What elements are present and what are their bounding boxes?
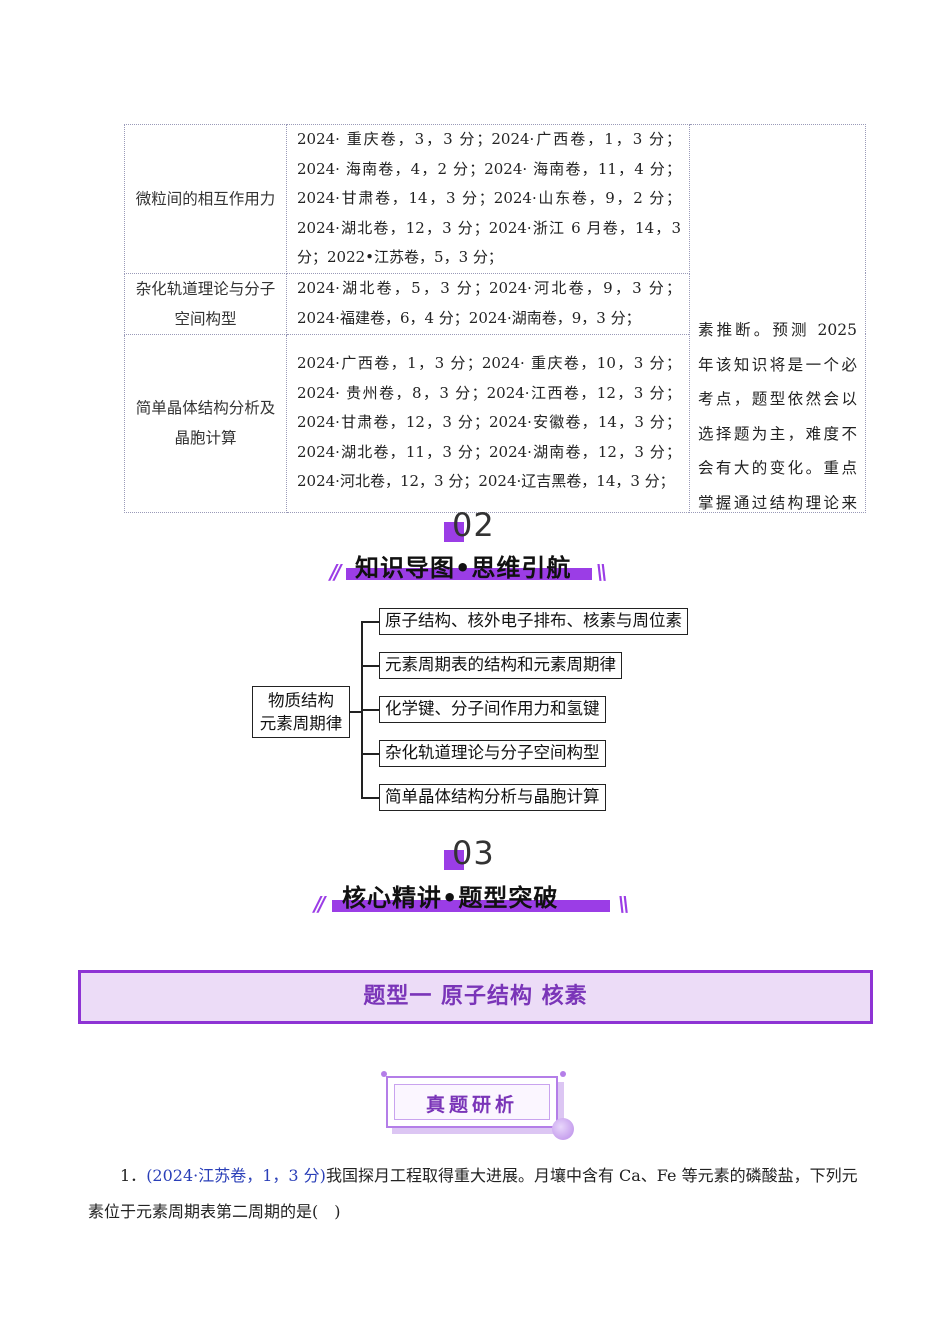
exam-analysis-table: 微粒间的相互作用力 2024· 重庆卷，3，3 分；2024·广西卷，1，3 分… (124, 124, 866, 513)
badge-dot-icon (381, 1071, 387, 1077)
question-text: 我国探月工程取得重大进展。月壤中含有 Ca、Fe 等元素的磷酸盐，下列元 (325, 1166, 858, 1185)
badge-dot-icon (560, 1071, 566, 1077)
analysis-line: 年该知识将是一个必 (698, 355, 857, 374)
slash-decoration-right: \\ (596, 560, 607, 584)
mindmap-branch: 杂化轨道理论与分子空间构型 (379, 740, 606, 767)
connector-line (361, 753, 379, 755)
mindmap-root: 物质结构 元素周期律 (252, 686, 350, 738)
question-number: 1． (120, 1166, 147, 1185)
table-row: 杂化轨道理论与分子空间构型 2024·湖北卷，5，3 分；2024·河北卷，9，… (124, 272, 866, 335)
mindmap-root-line: 物质结构 (268, 691, 334, 710)
title-accent-bar (346, 568, 592, 580)
analysis-line: 素推断。预测 2025 (698, 321, 857, 339)
section-number: 03 (452, 834, 495, 872)
table-topic-cell: 微粒间的相互作用力 (124, 124, 287, 274)
section-title: 知识导图•思维引航 (355, 554, 572, 582)
connector-line (361, 709, 379, 711)
number-accent-bar (444, 850, 464, 870)
number-accent-bar (444, 522, 464, 542)
table-row: 简单晶体结构分析及晶胞计算 2024·广西卷，1，3 分；2024· 重庆卷，1… (124, 333, 866, 513)
table-row: 微粒间的相互作用力 2024· 重庆卷，3，3 分；2024·广西卷，1，3 分… (124, 124, 866, 513)
analysis-line: 选择题为主，难度不 (698, 424, 857, 443)
question-line: 1．(2024·江苏卷，1，3 分)我国探月工程取得重大进展。月壤中含有 Ca、… (88, 1158, 864, 1194)
analysis-line: 掌握通过结构理论来 (698, 493, 857, 512)
badge-gem-icon (552, 1118, 574, 1140)
table-detail-cell: 2024·湖北卷，5，3 分；2024·河北卷，9，3 分；2024·福建卷，6… (286, 272, 690, 335)
badge-label: 真题研析 (425, 1094, 518, 1116)
slash-decoration-left: // (330, 560, 341, 584)
connector-line (361, 665, 379, 667)
mindmap-branch: 元素周期表的结构和元素周期律 (379, 652, 622, 679)
question-source: (2024·江苏卷，1，3 分) (146, 1166, 326, 1185)
section-heading-03: 03 // 核心精讲•题型突破 \\ (0, 834, 950, 918)
analysis-text: 素推断。预测 2025 年该知识将是一个必 考点，题型依然会以 选择题为主，难度… (698, 313, 857, 512)
real-exam-badge: 真题研析 (386, 1076, 558, 1128)
mindmap-root-line: 元素周期律 (259, 714, 343, 733)
connector-line (361, 797, 379, 799)
mindmap-branch: 简单晶体结构分析与晶胞计算 (379, 784, 606, 811)
slash-decoration-right: \\ (618, 892, 629, 916)
table-topic-cell: 简单晶体结构分析及晶胞计算 (124, 333, 287, 513)
table-detail-cell: 2024· 重庆卷，3，3 分；2024·广西卷，1，3 分；2024· 海南卷… (286, 124, 690, 274)
question-line: 素位于元素周期表第二周期的是( ) (88, 1202, 341, 1221)
badge-inner-frame (394, 1084, 550, 1120)
section-number: 02 (452, 506, 495, 544)
title-accent-bar (332, 900, 610, 912)
slash-decoration-left: // (314, 892, 325, 916)
table-detail-cell: 2024·广西卷，1，3 分；2024· 重庆卷，10，3 分；2024· 贵州… (286, 333, 690, 513)
question-1: 1．(2024·江苏卷，1，3 分)我国探月工程取得重大进展。月壤中含有 Ca、… (88, 1158, 864, 1230)
section-heading-02: 02 // 知识导图•思维引航 \\ (0, 506, 950, 588)
mindmap-branch: 原子结构、核外电子排布、核素与周位素 (379, 608, 688, 635)
question-type-banner: 题型一 原子结构 核素 (78, 970, 873, 1024)
mindmap-branch: 化学键、分子间作用力和氢键 (379, 696, 606, 723)
table-analysis-cell: 素推断。预测 2025 年该知识将是一个必 考点，题型依然会以 选择题为主，难度… (689, 124, 866, 513)
connector-line (361, 621, 379, 623)
connector-line (350, 711, 362, 713)
table-topic-cell: 杂化轨道理论与分子空间构型 (124, 272, 287, 335)
analysis-line: 会有大的变化。重点 (698, 459, 857, 477)
analysis-line: 考点，题型依然会以 (698, 390, 857, 408)
section-title: 核心精讲•题型突破 (342, 884, 559, 912)
